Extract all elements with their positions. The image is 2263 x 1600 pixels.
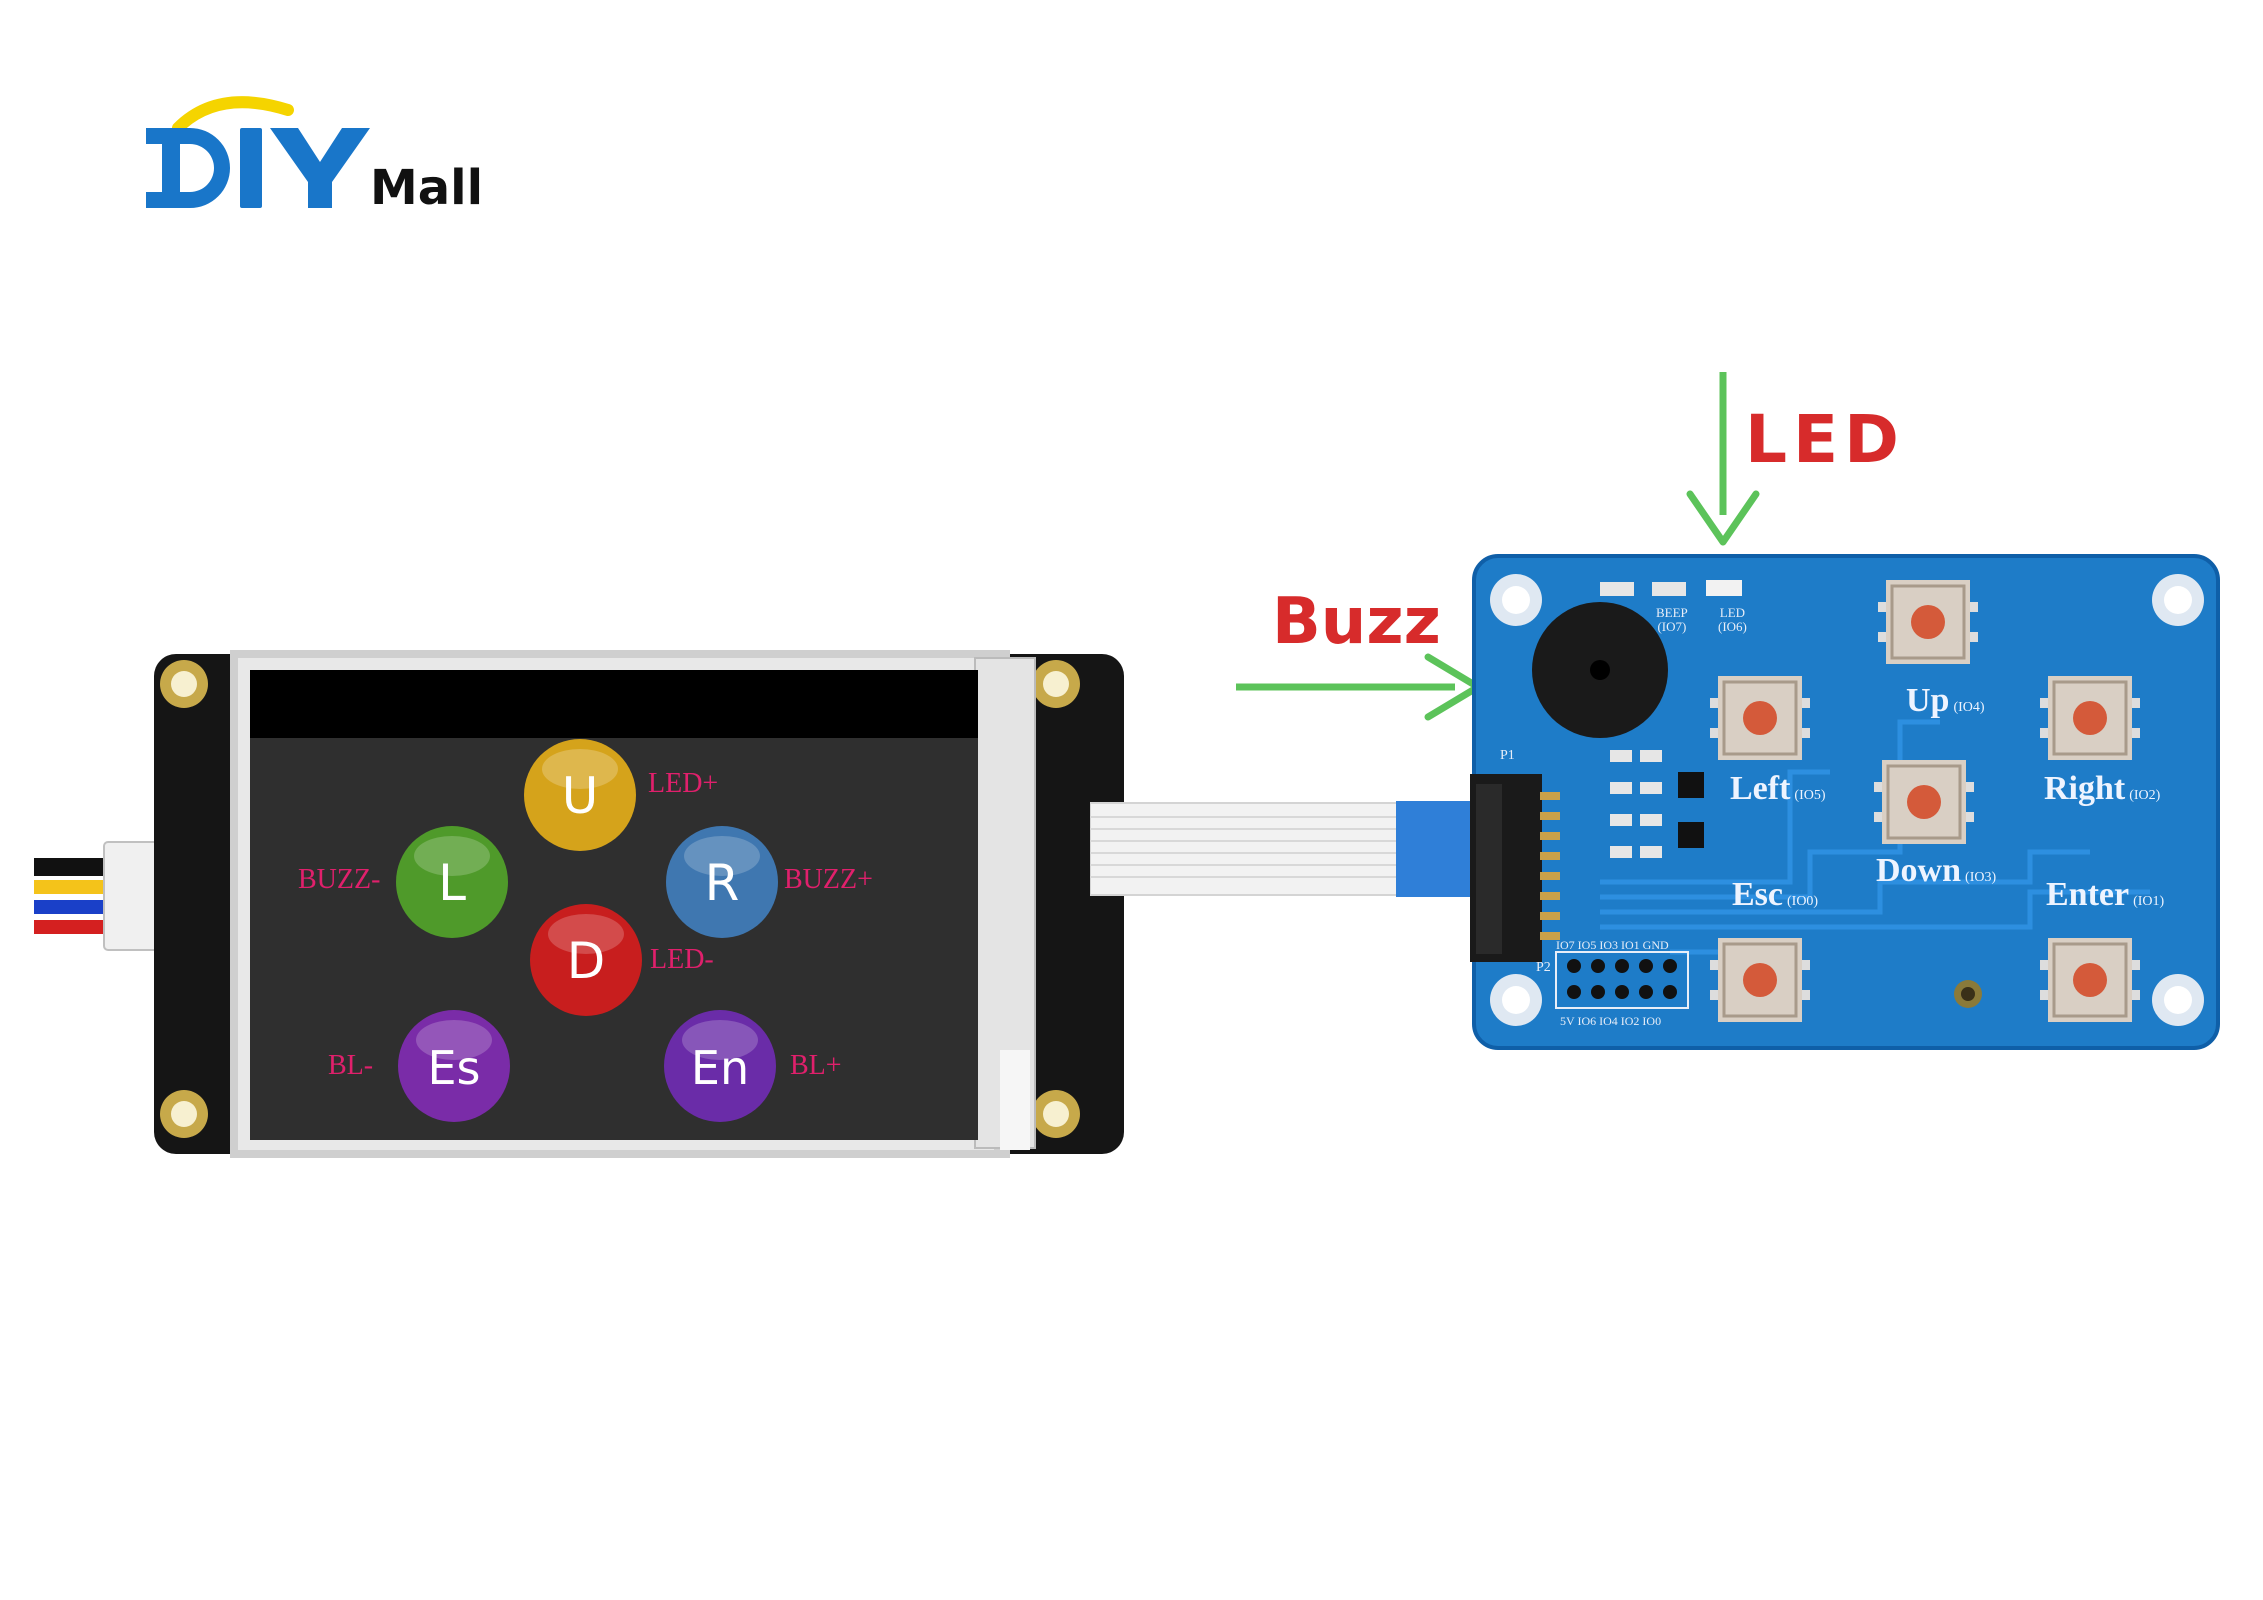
key-esc-switch[interactable] (1710, 930, 1810, 1030)
beep-silk-label: BEEP (IO7) (1656, 606, 1688, 634)
key-enter-label: Enter (IO1) (2046, 876, 2164, 914)
buzz-arrow-icon (1236, 653, 1482, 721)
key-right-label: Right (IO2) (2044, 770, 2160, 808)
key-up-switch[interactable] (1878, 572, 1978, 672)
screen-button-l[interactable]: L (392, 822, 512, 942)
brand-logo: Mall (138, 88, 498, 228)
header-top-silk: IO7 IO5 IO3 IO1 GND (1556, 938, 1669, 952)
key-esc-label: Esc (IO0) (1732, 876, 1818, 914)
screen-label-led-minus: LED- (650, 944, 714, 975)
header-p2 (1555, 951, 1689, 1009)
buzz-callout-label: Buzz (1272, 585, 1441, 659)
connector-p1-label: P1 (1500, 748, 1515, 763)
screen-button-es-letter: Es (427, 1041, 480, 1095)
key-right-pin: (IO2) (2129, 788, 2161, 803)
key-up-pin: (IO4) (1953, 700, 1985, 715)
connector-p2-label: P2 (1536, 960, 1551, 975)
beep-silk-pin: (IO7) (1657, 619, 1687, 634)
led-callout-label: LED (1745, 401, 1905, 478)
logo-letter-d (146, 128, 230, 208)
key-down-label: Down (IO3) (1876, 852, 1996, 890)
keypad-board (1470, 552, 2222, 1052)
wire-connector (34, 841, 163, 951)
key-up-label: Up (IO4) (1906, 682, 1985, 720)
logo-swoosh-icon (172, 96, 294, 134)
display-module (20, 630, 1170, 1190)
header-bottom-silk: 5V IO6 IO4 IO2 IO0 (1560, 1014, 1662, 1028)
screen-label-bl-minus: BL- (328, 1050, 374, 1081)
led-silk-text: LED (1719, 605, 1746, 620)
key-enter-switch[interactable] (2040, 930, 2140, 1030)
screen-button-l-letter: L (438, 854, 466, 912)
key-left-name: Left (1730, 770, 1791, 807)
screen-button-u-letter: U (562, 767, 599, 825)
display-mount-holes (160, 660, 1080, 1138)
key-down-switch[interactable] (1874, 752, 1974, 852)
logo-suffix-text: Mall (370, 160, 484, 216)
screen-button-u[interactable]: U (520, 735, 640, 855)
key-down-pin: (IO3) (1965, 870, 1997, 885)
key-enter-pin: (IO1) (2133, 894, 2165, 909)
key-left-switch[interactable] (1710, 668, 1810, 768)
keypad-mount-holes (1490, 574, 2204, 1026)
screen-label-bl-plus: BL+ (790, 1050, 842, 1081)
ribbon-cable (1090, 795, 1510, 905)
key-up-name: Up (1906, 682, 1950, 719)
screen-button-es[interactable]: Es (394, 1006, 514, 1126)
screen-label-led-plus: LED+ (648, 768, 719, 799)
key-esc-pin: (IO0) (1787, 894, 1819, 909)
led-silk-pin: (IO6) (1718, 619, 1747, 634)
key-esc-name: Esc (1732, 876, 1783, 913)
screen-button-d[interactable]: D (526, 900, 646, 1020)
screen-label-buzz-minus: BUZZ- (298, 864, 381, 895)
screen-button-en-letter: En (691, 1041, 749, 1095)
led-arrow-icon (1686, 372, 1760, 546)
logo-letter-i (240, 128, 262, 208)
screen-button-d-letter: D (567, 932, 606, 990)
beep-silk-text: BEEP (1656, 605, 1688, 620)
key-left-pin: (IO5) (1794, 788, 1826, 803)
key-right-switch[interactable] (2040, 668, 2140, 768)
key-left-label: Left (IO5) (1730, 770, 1826, 808)
key-down-name: Down (1876, 852, 1962, 889)
key-right-name: Right (2044, 770, 2126, 807)
screen-label-buzz-plus: BUZZ+ (784, 864, 873, 895)
logo-letter-y (270, 128, 370, 208)
key-enter-name: Enter (2046, 876, 2130, 913)
screen-button-r-letter: R (705, 854, 740, 912)
led-silk-label: LED (IO6) (1718, 606, 1747, 634)
screen-button-r[interactable]: R (662, 822, 782, 942)
screen-button-en[interactable]: En (660, 1006, 780, 1126)
